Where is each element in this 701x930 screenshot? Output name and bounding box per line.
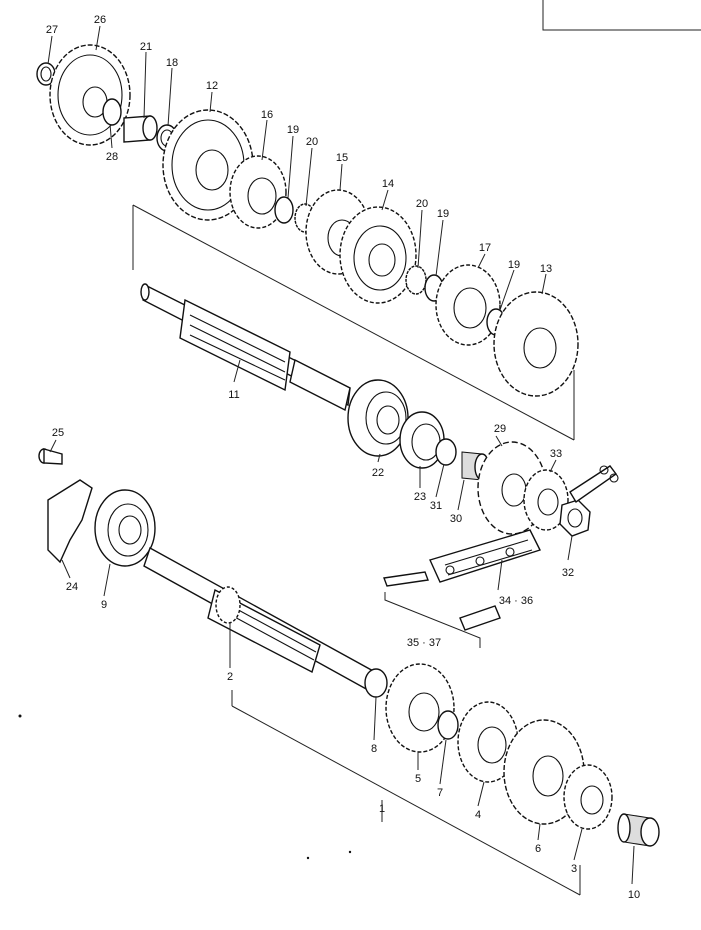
part-16-gear [229,155,287,229]
label-2: 2 [227,671,233,683]
part-25-bolt [38,448,63,465]
label-26: 26 [94,14,106,26]
part-31-o-ring [435,438,457,466]
label-1: 1 [379,803,385,815]
part-2-driveshaft [143,546,376,692]
part-4-gear [457,701,519,783]
label-31: 31 [430,500,442,512]
part-3-gear [563,764,613,830]
part-8-washer [364,668,388,698]
label-3: 3 [571,863,577,875]
label-16: 16 [261,109,273,121]
bracket-top [132,204,575,441]
drive-chain-lower [383,529,541,648]
part-19-circlip [274,196,294,224]
label-6: 6 [535,843,541,855]
corner-frame [542,0,701,31]
part-5-gear [385,663,455,753]
bracket-lower [231,705,581,896]
upper-assembly [36,44,619,537]
part-13-gear [493,291,579,397]
label-32: 32 [562,567,574,579]
part-28-bushing [102,98,122,126]
label-8: 8 [371,743,377,755]
callout-labels: 27 26 21 18 28 12 16 19 20 15 14 20 19 1… [46,14,640,901]
part-35-side-plate [459,605,501,631]
label-35-37: 35 · 37 [407,637,441,649]
leader-lines [47,25,635,885]
part-14-gear [339,206,417,304]
part-21-bearing [123,115,158,143]
label-30: 30 [450,513,462,525]
label-19b: 19 [437,208,449,220]
part-22-bearing [347,379,409,457]
part-10-bushing [617,813,660,847]
part-9-bearing [94,489,156,567]
lower-assembly [38,448,660,896]
label-28: 28 [106,151,118,163]
label-22: 22 [372,467,384,479]
part-11-countershaft [140,283,351,412]
label-23: 23 [414,491,426,503]
part-17-gear [435,264,501,346]
label-21: 21 [140,41,152,53]
label-15: 15 [336,152,348,164]
label-13: 13 [540,263,552,275]
label-25: 25 [52,427,64,439]
label-20a: 20 [306,136,318,148]
label-24: 24 [66,581,78,593]
part-32-nut [559,499,591,537]
label-9: 9 [101,599,107,611]
label-29: 29 [494,423,506,435]
label-17: 17 [479,242,491,254]
label-7: 7 [437,787,443,799]
label-11: 11 [228,389,239,401]
part-33-lock-washer [523,469,569,531]
label-10: 10 [628,889,640,901]
drive-chain-upper [569,465,619,504]
label-34-36: 34 · 36 [499,595,533,607]
label-18: 18 [166,57,178,69]
bracket-35-37 [384,592,481,648]
label-14: 14 [382,178,394,190]
label-27: 27 [46,24,58,36]
part-34-master-link-pin [383,571,429,587]
label-12: 12 [206,80,218,92]
part-20b-washer [405,265,427,295]
label-33: 33 [550,448,562,460]
part-26-gear [49,44,131,146]
part-24-bearing-retainer [47,479,93,564]
label-4: 4 [475,809,481,821]
label-19c: 19 [508,259,520,271]
part-7-washer [437,710,459,740]
label-20b: 20 [416,198,428,210]
label-19a: 19 [287,124,299,136]
label-5: 5 [415,773,421,785]
